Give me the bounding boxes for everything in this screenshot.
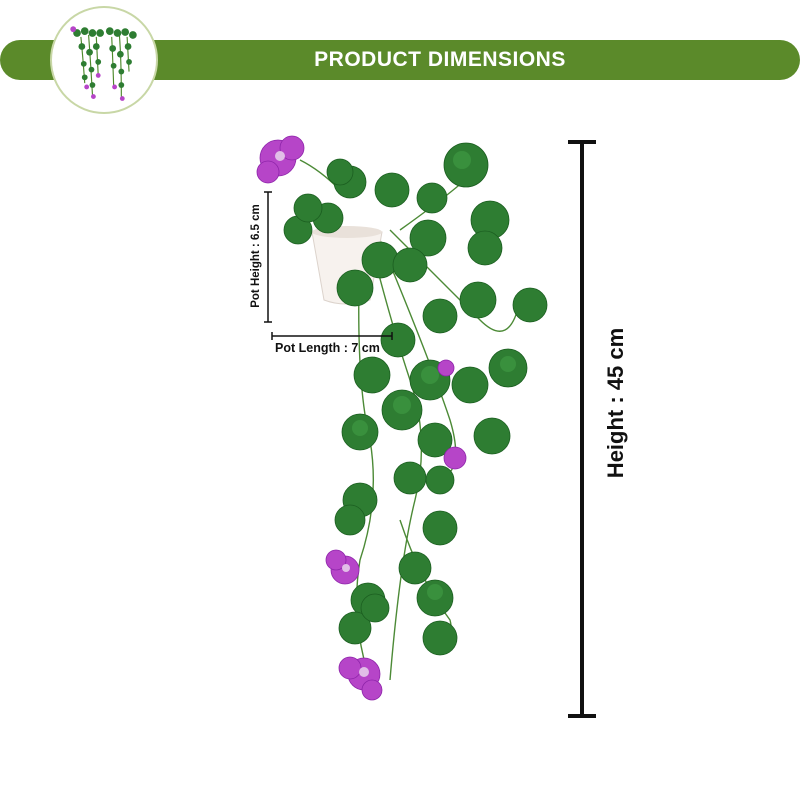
page-title: PRODUCT DIMENSIONS [314, 48, 566, 71]
height-label: Height : 45 cm [603, 327, 628, 479]
pot-length-label: Pot Length : 7 cm [275, 341, 380, 355]
hanging-plant-logo-icon [50, 6, 158, 114]
pot-height-label: Pot Height : 6.5 cm [250, 204, 262, 308]
product-image [240, 120, 570, 720]
